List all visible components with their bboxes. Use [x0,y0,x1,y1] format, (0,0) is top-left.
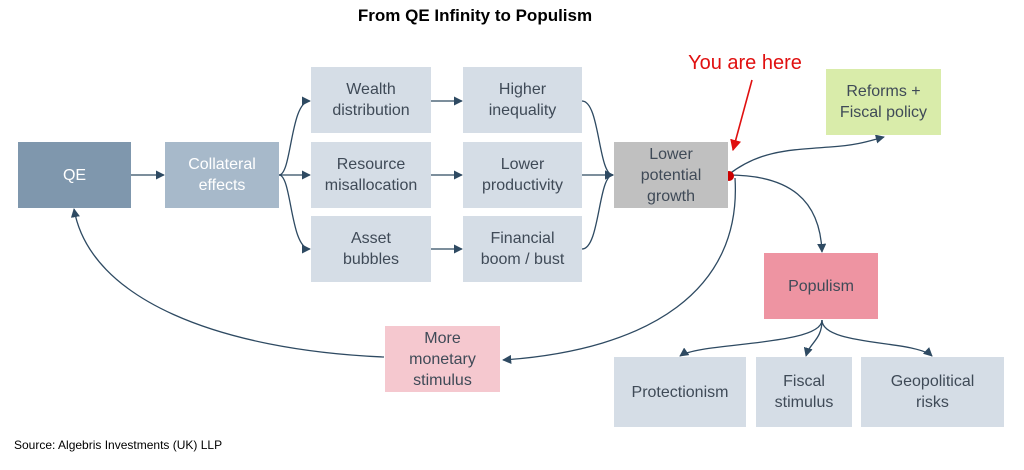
you-are-here-callout: You are here [688,52,802,74]
node-reforms-fiscal-policy: Reforms + Fiscal policy [826,69,941,135]
arrow-populism-to-protectionism [679,319,823,357]
node-geopolitical-risks: Geopolitical risks [861,357,1004,427]
arrow-financial-to-growth [581,170,614,250]
node-higher-inequality: Higher inequality [463,67,582,133]
node-protectionism: Protectionism [614,357,746,427]
arrow-monetary-to-qe [70,208,385,358]
node-resource-misallocation: Resource misallocation [311,142,431,208]
arrow-inequality-to-growth [581,100,614,180]
node-financial-boom-bust: Financial boom / bust [463,216,582,282]
arrow-growth-to-populism [727,174,827,253]
arrow-growth-to-monetary [502,177,736,364]
node-wealth-distribution: Wealth distribution [311,67,431,133]
arrow-collateral-to-wealth [278,96,311,176]
source-note: Source: Algebris Investments (UK) LLP [14,438,223,452]
node-lower-potential-growth: Lower potential growth [614,142,728,208]
arrow-growth-to-reforms [727,134,885,176]
node-populism: Populism [764,253,878,319]
diagram-title: From QE Infinity to Populism [357,6,593,25]
node-qe: QE [18,142,131,208]
arrow-populism-to-geopolitical [821,319,933,357]
node-asset-bubbles: Asset bubbles [311,216,431,282]
node-collateral-effects: Collateral effects [165,142,279,208]
node-fiscal-stimulus: Fiscal stimulus [756,357,852,427]
callout-arrow [730,79,753,152]
node-lower-productivity: Lower productivity [463,142,582,208]
arrow-populism-to-fiscal [803,319,823,357]
node-more-monetary-stimulus: More monetary stimulus [385,326,500,392]
arrow-collateral-to-asset [278,174,311,254]
